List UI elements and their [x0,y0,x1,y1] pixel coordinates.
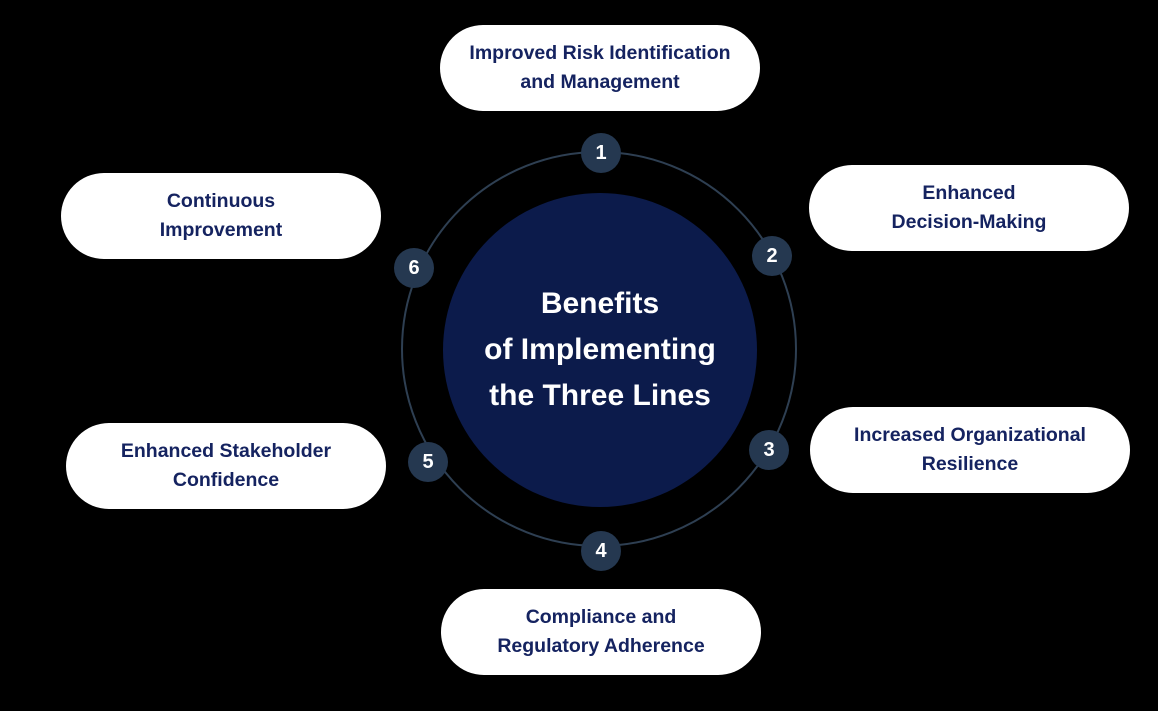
step-marker-4: 4 [581,531,621,571]
step-marker-5: 5 [408,442,448,482]
benefit-label-line: Decision-Making [891,211,1047,233]
benefit-label-line: Improvement [159,219,283,241]
benefit-label-line: Enhanced [922,182,1016,204]
benefit-label-line: Improved Risk Identification [469,42,731,64]
step-marker-1: 1 [581,133,621,173]
step-marker-2: 2 [752,236,792,276]
benefit-label-line: Confidence [172,469,280,491]
center-title-line-1: Benefits [540,287,660,320]
benefit-label-line: Continuous [166,190,276,212]
center-title-line-3: the Three Lines [489,379,711,412]
benefit-pill-decision-making: Enhanced Decision-Making [809,165,1129,251]
benefit-label-line: and Management [520,71,680,93]
benefit-label-line: Enhanced Stakeholder [120,440,332,462]
benefit-pill-regulatory-adherence: Compliance and Regulatory Adherence [441,589,761,675]
center-title-line-2: of Implementing [484,333,716,366]
benefit-label-line: Regulatory Adherence [497,635,705,657]
step-marker-6: 6 [394,248,434,288]
benefit-pill-stakeholder-confidence: Enhanced Stakeholder Confidence [66,423,386,509]
benefit-label-line: Resilience [921,453,1019,475]
benefit-label-line: Compliance and [525,606,677,628]
benefit-pill-organizational-resilience: Increased Organizational Resilience [810,407,1130,493]
benefit-pill-risk-identification: Improved Risk Identification and Managem… [440,25,760,111]
benefit-pill-continuous-improvement: Continuous Improvement [61,173,381,259]
step-marker-3: 3 [749,430,789,470]
benefit-label-line: Increased Organizational [854,424,1086,446]
center-title-circle: Benefits of Implementing the Three Lines [443,193,757,507]
